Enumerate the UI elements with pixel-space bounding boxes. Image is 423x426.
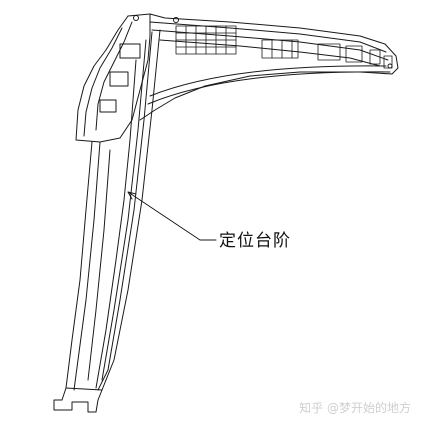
leg-outline-left	[61, 141, 93, 401]
arm-rib-2	[151, 29, 389, 61]
leg-inner-1	[73, 141, 101, 391]
leg-foot	[53, 387, 103, 413]
arm-lower-curve	[147, 71, 391, 105]
locating-step-label: 定位台阶	[219, 231, 291, 251]
arm-outline	[127, 13, 399, 121]
corner-detail-a	[119, 43, 141, 59]
corner-block-inner-2	[95, 21, 133, 131]
arm-lower-curve-inner	[149, 65, 387, 97]
arm-rib-1	[149, 21, 387, 53]
corner-detail-b	[109, 71, 129, 87]
corner-detail-c	[99, 99, 117, 113]
corner-block	[75, 13, 151, 143]
watermark-text: 知乎 @梦开始的地方	[299, 401, 411, 415]
corner-block-inner	[83, 27, 123, 137]
mount-hole-b	[173, 17, 179, 23]
leg-inner-4	[87, 149, 111, 381]
arm-mesh-detail	[175, 25, 393, 69]
leg-inner-2	[97, 31, 153, 391]
callout-arrow-tip	[127, 191, 137, 200]
mount-hole-a	[133, 15, 139, 21]
leg-outline-right	[101, 29, 161, 391]
locating-step-line	[95, 59, 137, 389]
arm-rib-3	[159, 39, 381, 67]
callout-leader-line	[127, 191, 217, 241]
mount-hole-c	[387, 63, 393, 69]
leg-inner-3	[101, 39, 147, 381]
